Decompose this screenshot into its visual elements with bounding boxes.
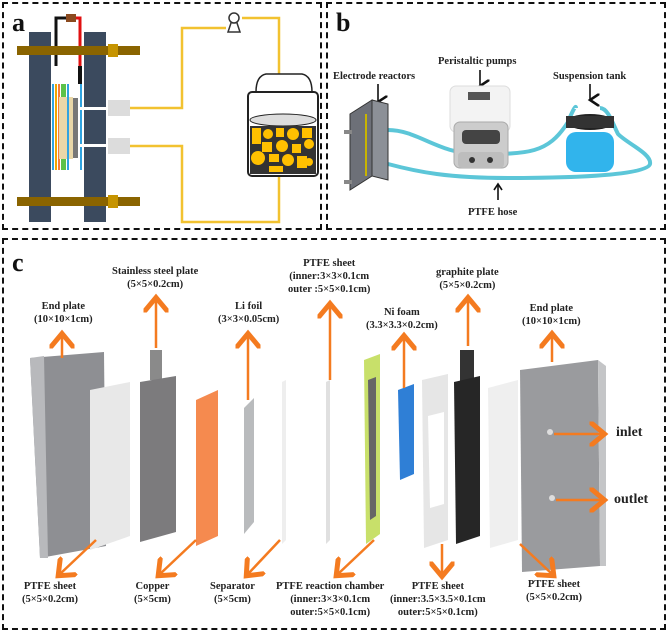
label-ptfe-sheet-bottom-3: PTFE sheet(5×5×0.2cm) — [526, 579, 582, 603]
li-foil — [244, 398, 254, 534]
label-stainless-steel-plate: Stainless steel plate(5×5×0.2cm) — [112, 266, 199, 290]
exploded-view — [30, 240, 668, 632]
inlet-fitting — [108, 100, 130, 116]
panel-c-label: c — [12, 248, 24, 277]
outlet-fitting — [108, 138, 130, 154]
panel-a-label: a — [12, 8, 25, 37]
left-end-plate — [30, 352, 106, 558]
label-li-foil: Li foil(3×3×0.05cm) — [218, 301, 280, 325]
label-peristaltic-pumps: Peristaltic pumps — [438, 56, 517, 67]
electrode-stack — [51, 84, 84, 170]
label-ptfe-sheet-bottom-1: PTFE sheet(5×5×0.2cm) — [22, 581, 78, 605]
stainless-steel-plate — [140, 350, 176, 542]
resistor-icon — [66, 14, 76, 22]
electrode-reactor-icon — [344, 99, 389, 191]
bolt-top — [17, 46, 140, 55]
pointer-arrows — [378, 70, 590, 200]
setup-illustration — [344, 70, 652, 200]
ptfe-sheet-4 — [488, 380, 518, 548]
panel-a: a — [2, 2, 322, 230]
panel-b: b Electrode reactors Peristaltic pumps S… — [326, 2, 666, 230]
ptfe-sheet-1 — [90, 382, 130, 550]
label-graphite-plate: graphite plate(5×5×0.2cm) — [436, 267, 499, 291]
label-outlet: outlet — [614, 492, 649, 507]
label-separator: Separator(5×5cm) — [210, 581, 255, 605]
separator — [282, 380, 286, 544]
reactor-schematic — [17, 12, 319, 224]
label-end-plate-right: End plate(10×10×1cm) — [522, 303, 581, 327]
copper-foil — [196, 390, 218, 546]
suspension-jar-icon — [247, 73, 319, 177]
label-ni-foam: Ni foam(3.3×3.3×0.2cm) — [366, 307, 438, 331]
label-electrode-reactors: Electrode reactors — [333, 71, 416, 82]
label-end-plate-left: End plate(10×10×1cm) — [34, 301, 93, 325]
label-copper: Copper(5×5cm) — [134, 581, 171, 605]
end-plate-right — [84, 32, 106, 222]
ptfe-reaction-chamber — [364, 354, 380, 544]
bolt-bottom — [17, 197, 140, 206]
ptfe-hose — [387, 105, 652, 181]
ptfe-sheet-2 — [326, 380, 330, 544]
callout-arrows — [60, 300, 602, 574]
right-end-plate — [520, 360, 606, 572]
panel-b-label: b — [336, 8, 351, 37]
pump-icon — [226, 12, 242, 33]
label-inlet: inlet — [616, 425, 643, 440]
ni-foam — [398, 384, 414, 480]
ptfe-sheet-3 — [422, 374, 448, 548]
panel-c: c End plate(10×10×1cm) Stainless steel p… — [2, 238, 666, 630]
graphite-plate — [454, 350, 480, 544]
peristaltic-pump-icon — [449, 85, 511, 169]
label-suspension-tank: Suspension tank — [553, 71, 627, 82]
end-plate-left — [29, 32, 51, 222]
suspension-tank-icon — [566, 114, 614, 172]
label-ptfe-hose: PTFE hose — [468, 207, 518, 218]
